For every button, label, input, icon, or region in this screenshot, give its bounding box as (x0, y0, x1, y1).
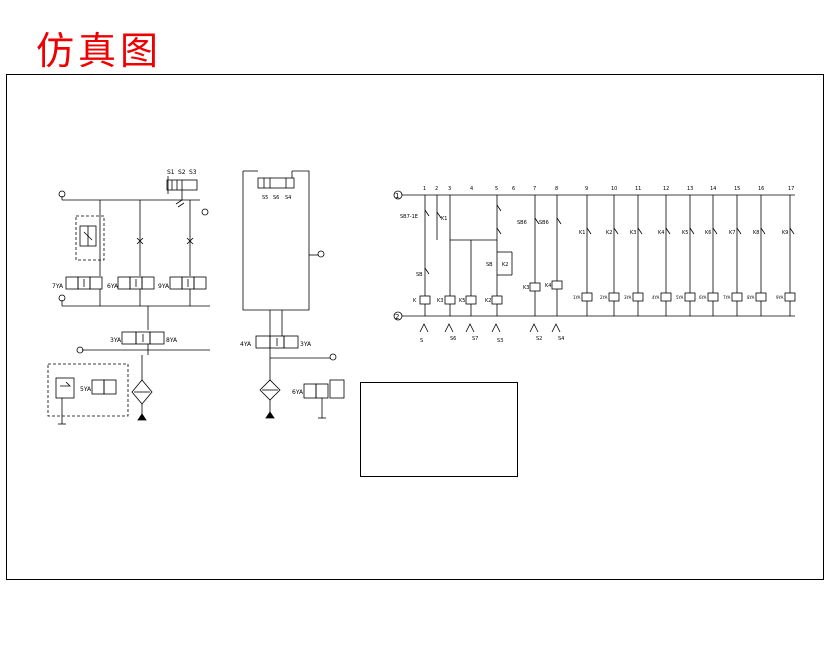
wire-number: 15 (734, 186, 740, 192)
limit-switch-label: S3 (497, 338, 503, 344)
contact-label: K2 (606, 230, 612, 236)
solenoid-label: 4YA (652, 295, 660, 300)
electrical-ladder (393, 190, 796, 333)
valve-label: 6YA (292, 389, 304, 396)
cylinder-switch-label: S5 (262, 195, 268, 201)
solenoid-label: 6YA (699, 295, 707, 300)
valve-label: 3YA (110, 337, 122, 344)
wire-number: 6 (512, 186, 515, 192)
middle-hydraulic-circuit (242, 170, 345, 419)
solenoid-label: 3YA (624, 295, 632, 300)
coil-label: K3 (523, 285, 529, 291)
contact-label: K2 (502, 262, 508, 268)
coil-label: K (413, 298, 417, 304)
contact-label: K5 (682, 230, 688, 236)
limit-switch-label: S6 (450, 336, 456, 342)
contact-label: SB (486, 262, 493, 268)
solenoid-label: 9YA (776, 295, 784, 300)
wire-number: 8 (555, 186, 558, 192)
contact-label: K1 (579, 230, 585, 236)
page-title: 仿真图 (36, 29, 163, 73)
left-hydraulic-circuit (47, 176, 210, 425)
valve-label: 4YA (240, 341, 252, 348)
contact-label: K4 (658, 230, 664, 236)
limit-switch-label: S4 (558, 336, 564, 342)
wire-number: 1 (423, 186, 426, 192)
wire-number: 17 (788, 186, 794, 192)
contact-label: K6 (705, 230, 711, 236)
coil-label: K4 (545, 283, 551, 289)
contact-label: K1 (441, 216, 447, 222)
empty-panel (360, 382, 518, 477)
middle-hydraulic-labels: S5 S6 S4 4YA 3YA 6YA (240, 195, 312, 396)
coil-label: K3 (437, 298, 443, 304)
rail-top-label: 1 (395, 192, 399, 200)
coil-label: K5 (459, 298, 465, 304)
wire-number: 12 (663, 186, 669, 192)
contact-label: K7 (729, 230, 735, 236)
contact-label: SB6 (539, 220, 549, 226)
solenoid-label: 8YA (747, 295, 755, 300)
wire-number: 9 (585, 186, 588, 192)
valve-label: 8YA (166, 337, 178, 344)
solenoid-label: 2YA (600, 295, 608, 300)
cylinder-switch-label: S3 (189, 169, 197, 176)
contact-label: K9 (782, 230, 788, 236)
solenoid-label: 1YA (573, 295, 581, 300)
limit-switch-label: S7 (472, 336, 478, 342)
valve-label: 9YA (158, 283, 170, 290)
wire-number: 16 (758, 186, 764, 192)
electrical-labels: 1 2 1 2 3 4 5 6 7 8 9 10 11 12 13 14 15 … (395, 186, 794, 344)
cylinder-switch-label: S6 (273, 195, 279, 201)
wire-number: 4 (470, 186, 473, 192)
valve-label: 6YA (107, 283, 119, 290)
contact-label: SB7-1E (400, 214, 418, 220)
wire-number: 2 (435, 186, 438, 192)
contact-label: K3 (630, 230, 636, 236)
valve-label: 5YA (80, 386, 92, 393)
contact-label: SB6 (517, 220, 527, 226)
wire-number: 7 (533, 186, 536, 192)
wire-number: 3 (448, 186, 451, 192)
wire-number: 14 (710, 186, 716, 192)
cylinder-switch-label: S4 (285, 195, 291, 201)
limit-switch-label: S2 (536, 336, 542, 342)
limit-switch-label: S (420, 338, 423, 344)
cylinder-switch-label: S2 (178, 169, 186, 176)
drawing-frame (6, 74, 824, 580)
wire-number: 5 (495, 186, 498, 192)
coil-label: K2 (485, 298, 491, 304)
solenoid-label: 5YA (676, 295, 684, 300)
wire-number: 13 (687, 186, 693, 192)
contact-label: SB (416, 272, 423, 278)
contact-label: K8 (753, 230, 759, 236)
rail-bottom-label: 2 (395, 313, 399, 321)
cylinder-switch-label: S1 (167, 169, 175, 176)
valve-label: 7YA (52, 283, 64, 290)
wire-number: 11 (635, 186, 641, 192)
solenoid-label: 7YA (723, 295, 731, 300)
wire-number: 10 (611, 186, 617, 192)
left-hydraulic-labels: S1 S2 S3 7YA 6YA 9YA 5YA 8YA 3YA (52, 169, 197, 393)
valve-label: 3YA (300, 341, 312, 348)
